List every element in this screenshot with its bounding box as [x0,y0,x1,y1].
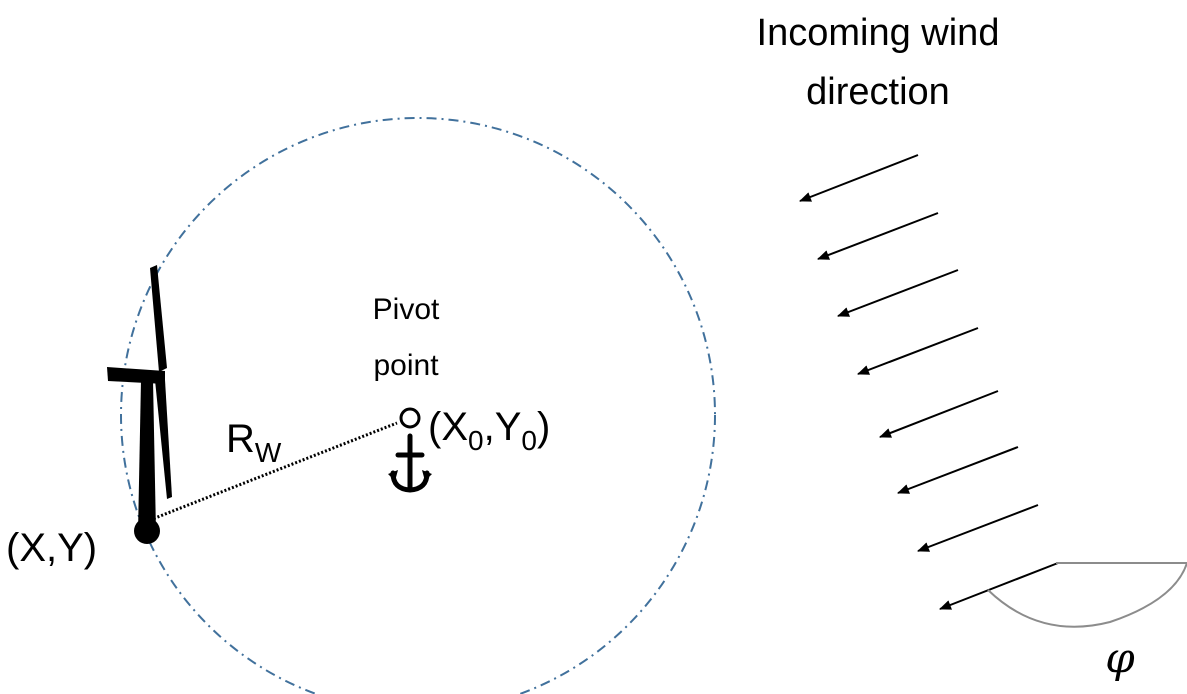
pivot-label-line2: point [373,349,439,382]
wind-arrows [799,154,1059,610]
turbine-coordinate-label: (X,Y) [6,526,97,570]
wind-arrow-icon [799,154,919,202]
wind-arrow-icon [879,390,999,438]
wind-angle-symbol: φ [1105,633,1135,682]
wind-arrow-icon [939,562,1059,610]
wind-title-line1: Incoming wind [757,12,1000,54]
radius-label-subscript: W [255,437,282,468]
wind-turbine-icon [107,265,172,544]
pivot-coord-open: (X [428,405,468,449]
pivot-coordinate-label: (X0,Y0) [428,405,550,456]
wind-arrow-icon [837,269,959,317]
wind-title-line2: direction [806,71,950,113]
radius-label-main: R [226,417,255,461]
pivot-coord-sub-x: 0 [468,425,484,456]
pivot-label-line1: Pivot [373,293,440,326]
pivot-coord-sub-y: 0 [521,425,537,456]
pivot-coord-close: ) [537,405,550,449]
radius-label: RW [226,417,282,468]
wind-arrow-icon [857,327,979,375]
wind-arrow-icon [817,212,939,260]
wind-arrow-icon [897,446,1019,494]
radius-line [149,421,398,522]
angle-arc [987,562,1187,628]
anchor-icon [388,407,432,493]
pivot-coord-mid: ,Y [484,405,522,449]
watch-circle [120,117,716,694]
wind-arrow-icon [917,504,1039,552]
